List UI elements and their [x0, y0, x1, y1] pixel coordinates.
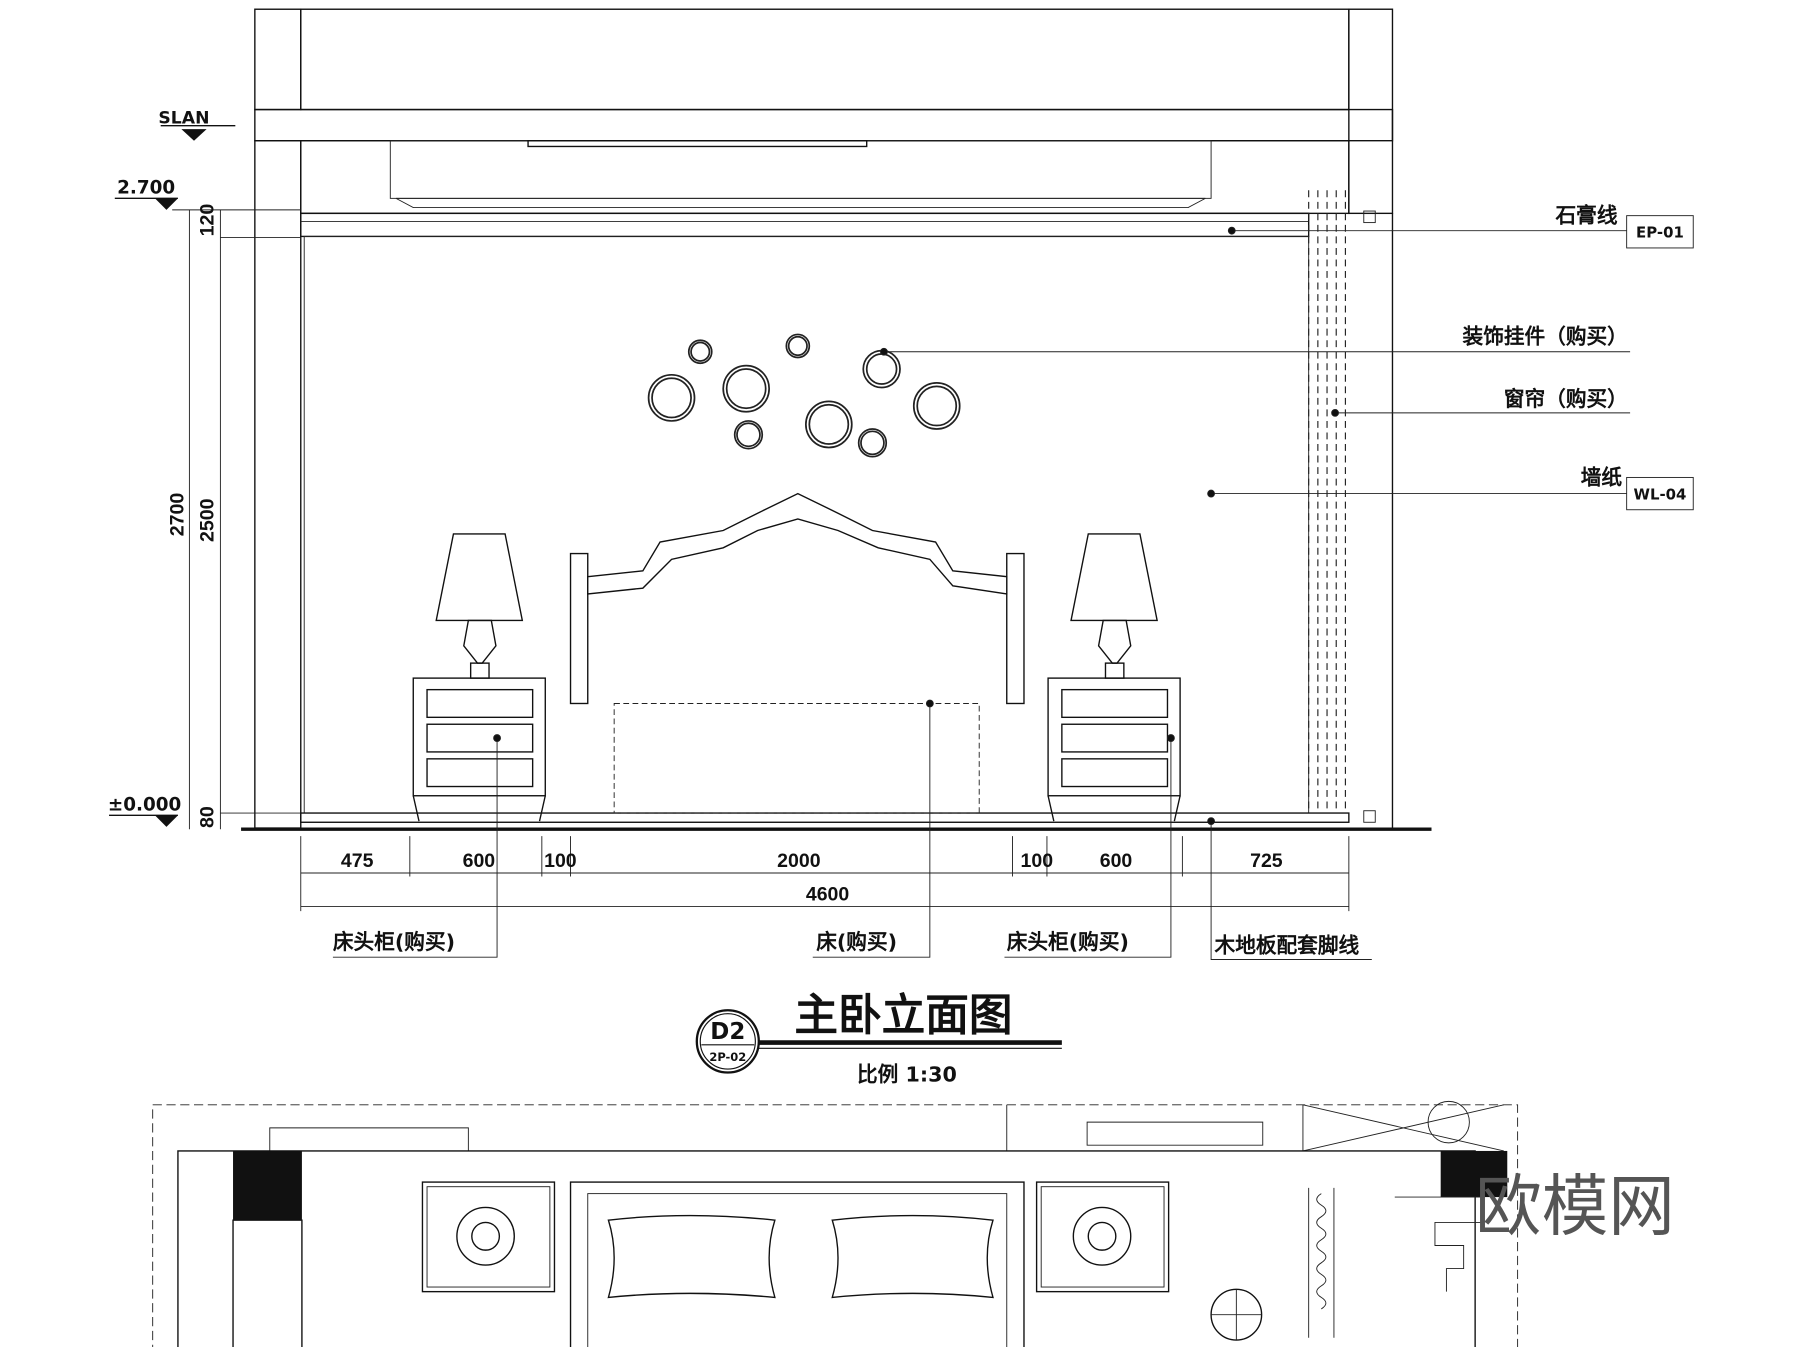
callout-nightstand-right: 床头柜(购买) [1007, 930, 1129, 954]
tag-sheet: 2P-02 [709, 1050, 746, 1064]
plan-view [152, 1100, 1519, 1347]
dim-100-left: 100 [544, 850, 577, 872]
code-ep01: EP-01 [1636, 224, 1684, 242]
nightstand-left [412, 533, 546, 822]
dim-475: 475 [341, 850, 374, 872]
floor-line [241, 812, 1432, 831]
dim-120: 120 [197, 204, 219, 237]
dim-2000: 2000 [777, 850, 821, 872]
bottom-callout-leaders [332, 699, 1372, 960]
level-markers [109, 125, 301, 827]
horizontal-dimensions [300, 836, 1350, 912]
ceiling-drop [300, 140, 1350, 215]
dim-4600: 4600 [806, 884, 850, 906]
vertical-dimensions [188, 209, 301, 830]
callout-nightstand-left: 床头柜(购买) [333, 930, 455, 954]
slab [254, 8, 1394, 215]
cornice [300, 212, 1310, 238]
callout-gypsum-line: 石膏线 [1555, 204, 1618, 228]
level-floor: ±0.000 [108, 795, 181, 816]
dim-600-left: 600 [463, 850, 496, 872]
curtain [1308, 190, 1346, 814]
drawing-title: 主卧立面图 [794, 990, 1012, 1041]
left-wall [254, 140, 302, 829]
dim-2500: 2500 [197, 498, 219, 542]
drawing-scale: 比例 1:30 [857, 1063, 957, 1087]
dim-100-right: 100 [1021, 850, 1054, 872]
level-ceiling: 2.700 [117, 178, 175, 199]
callout-curtain: 窗帘（购买） [1504, 387, 1628, 411]
dim-600-right: 600 [1100, 850, 1133, 872]
level-slab: SLAN [158, 108, 209, 128]
callout-bed: 床(购买) [816, 930, 897, 954]
tag-number: D2 [710, 1019, 745, 1045]
dim-2700: 2700 [167, 493, 189, 537]
right-callout-leaders [880, 215, 1694, 511]
callout-baseboard: 木地板配套脚线 [1214, 934, 1360, 958]
decorative-hangings [647, 333, 961, 458]
watermark: 欧模网 [1475, 1167, 1675, 1245]
callout-decor: 装饰挂件（购买） [1463, 325, 1628, 349]
callout-wallpaper: 墙纸 [1581, 465, 1623, 489]
code-wl04: WL-04 [1634, 485, 1687, 503]
dim-725: 725 [1250, 850, 1283, 872]
nightstand-right [1047, 533, 1181, 822]
drawing-tag [695, 1009, 1062, 1074]
bed-headboard [569, 492, 1025, 814]
dim-80: 80 [197, 806, 219, 828]
wallpaper-area [303, 235, 1310, 814]
